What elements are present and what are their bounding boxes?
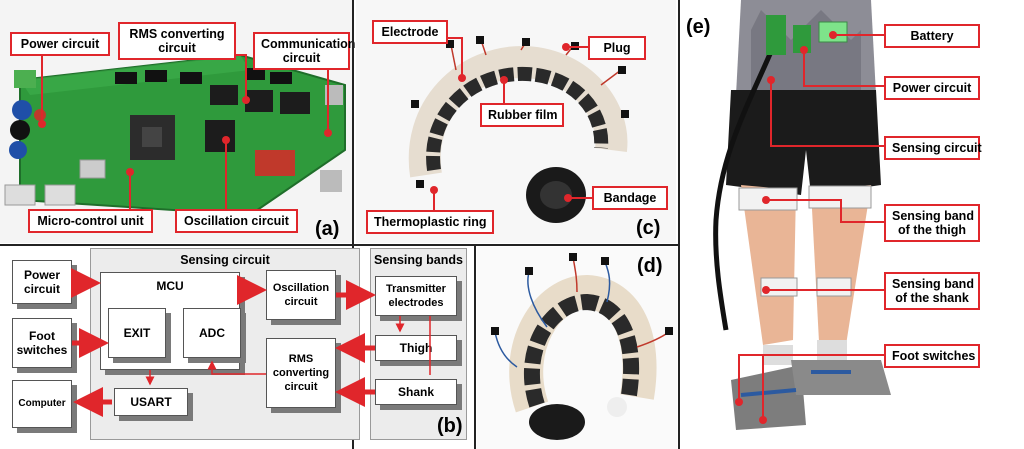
divider-horizontal (0, 244, 678, 246)
callout-sensing-band-thigh: Sensing band of the thigh (884, 204, 980, 242)
computer-box: Computer (12, 380, 72, 428)
usart-box: USART (114, 388, 188, 416)
sensing-circuit-title: Sensing circuit (180, 253, 270, 267)
sensing-bands-title: Sensing bands (374, 253, 463, 267)
callout-rms-converting-circuit-a: RMS converting circuit (118, 22, 236, 60)
callout-power-circuit-e: Power circuit (884, 76, 980, 100)
callout-sensing-band-shank: Sensing band of the shank (884, 272, 980, 310)
panel-label-c: (c) (636, 217, 661, 239)
callout-thermoplastic-ring: Thermoplastic ring (366, 210, 494, 234)
panel-label-a: (a) (315, 218, 340, 240)
panel-label-e: (e) (686, 16, 711, 38)
callout-battery: Battery (884, 24, 980, 48)
thigh-box: Thigh (375, 335, 457, 361)
callout-electrode: Electrode (372, 20, 448, 44)
mcu-label: MCU (156, 279, 184, 293)
rms-converting-circuit-box: RMS converting circuit (266, 338, 336, 408)
foot-switches-box: Foot switches (12, 318, 72, 368)
callout-micro-control-unit: Micro-control unit (28, 209, 153, 233)
callout-power-circuit-a: Power circuit (10, 32, 110, 56)
callout-foot-switches: Foot switches (884, 344, 980, 368)
transmitter-electrodes-box: Transmitter electrodes (375, 276, 457, 316)
callout-bandage: Bandage (592, 186, 668, 210)
panel-label-b: (b) (437, 415, 463, 437)
exit-box: EXIT (108, 308, 166, 358)
divider-vertical-right (678, 0, 680, 449)
power-circuit-box: Power circuit (12, 260, 72, 304)
panel-label-d: (d) (637, 255, 663, 277)
adc-box: ADC (183, 308, 241, 358)
divider-vertical-mid (474, 246, 476, 449)
callout-rubber-film: Rubber film (480, 103, 564, 127)
callout-communication-circuit-a: Communication circuit (253, 32, 355, 70)
sensing-band-photo-d (477, 247, 677, 449)
callout-oscillation-circuit-a: Oscillation circuit (175, 209, 298, 233)
oscillation-circuit-box: Oscillation circuit (266, 270, 336, 320)
shank-box: Shank (375, 379, 457, 405)
callout-sensing-circuit: Sensing circuit (884, 136, 982, 160)
callout-plug: Plug (588, 36, 646, 60)
divider-vertical-left (352, 0, 354, 449)
